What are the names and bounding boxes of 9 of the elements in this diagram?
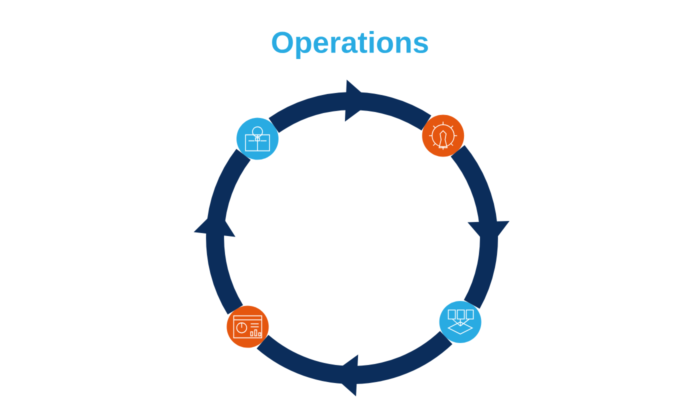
icon-circle [226,306,269,348]
title: Operations [272,31,428,59]
arrow [269,80,431,134]
icon-circle [236,118,278,160]
arrow [194,149,251,314]
icon-circle [422,114,464,157]
arrow [450,145,510,308]
icon-circle [439,301,482,343]
arrow [257,330,452,396]
